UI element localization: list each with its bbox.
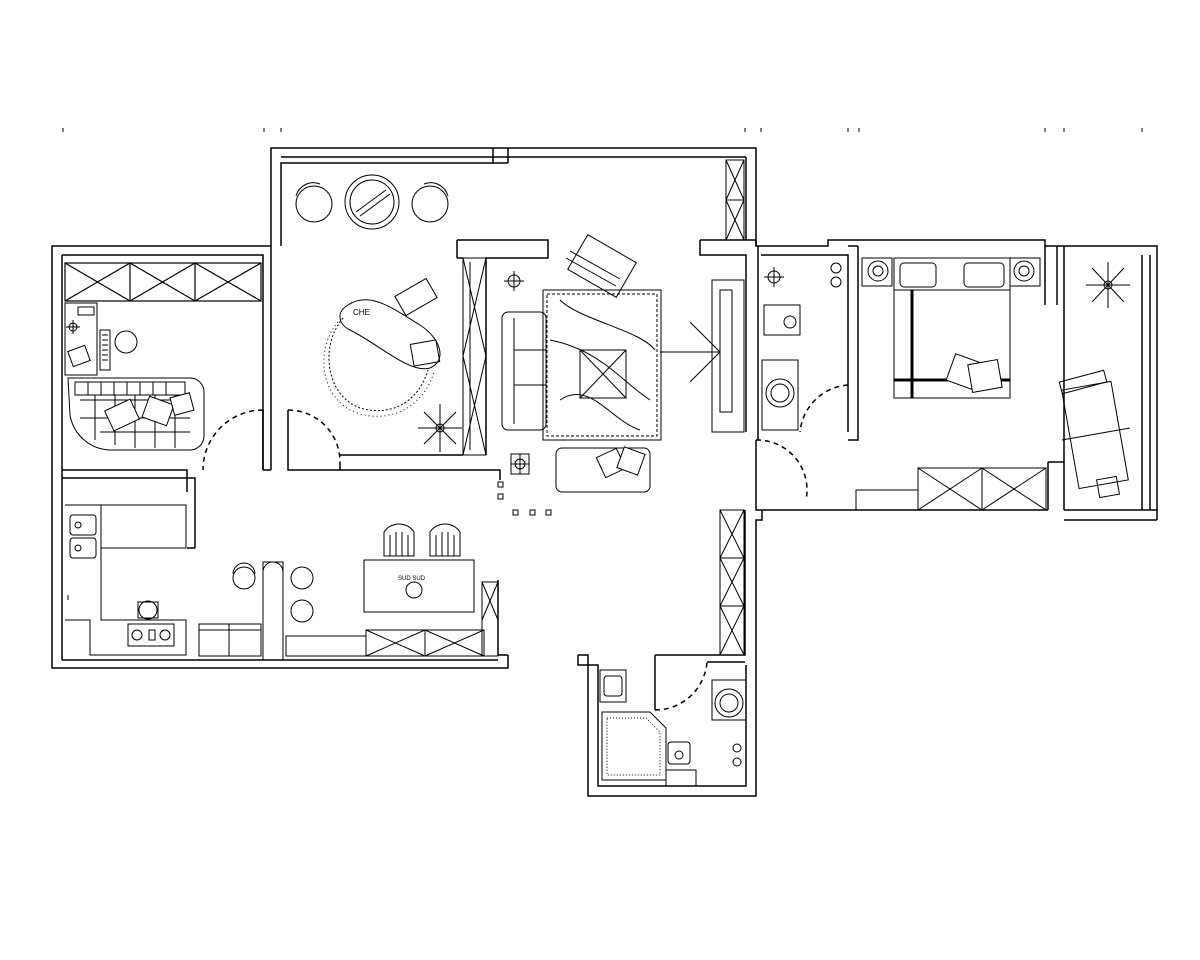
- main-bathroom: [599, 669, 747, 787]
- powder-room: [761, 262, 842, 431]
- living-room: [497, 233, 745, 516]
- master-bedroom: [855, 257, 1131, 511]
- dining-table-label: SUD SUD: [398, 576, 426, 582]
- balcony-lounge: CHE: [295, 159, 745, 456]
- hallway-cabinet: [719, 509, 745, 656]
- dining-area: SUD SUD: [232, 523, 499, 661]
- plant-icon: [1086, 262, 1130, 308]
- study-sofa-bed: [67, 377, 205, 451]
- dimension-ticks: [62, 128, 1143, 132]
- study-wardrobe: [64, 262, 262, 302]
- plant-icon: [418, 404, 462, 452]
- study-desk: [64, 302, 138, 376]
- walls: [51, 147, 1158, 797]
- desk-label: CHE: [353, 308, 370, 317]
- kitchen-counter: [65, 504, 262, 657]
